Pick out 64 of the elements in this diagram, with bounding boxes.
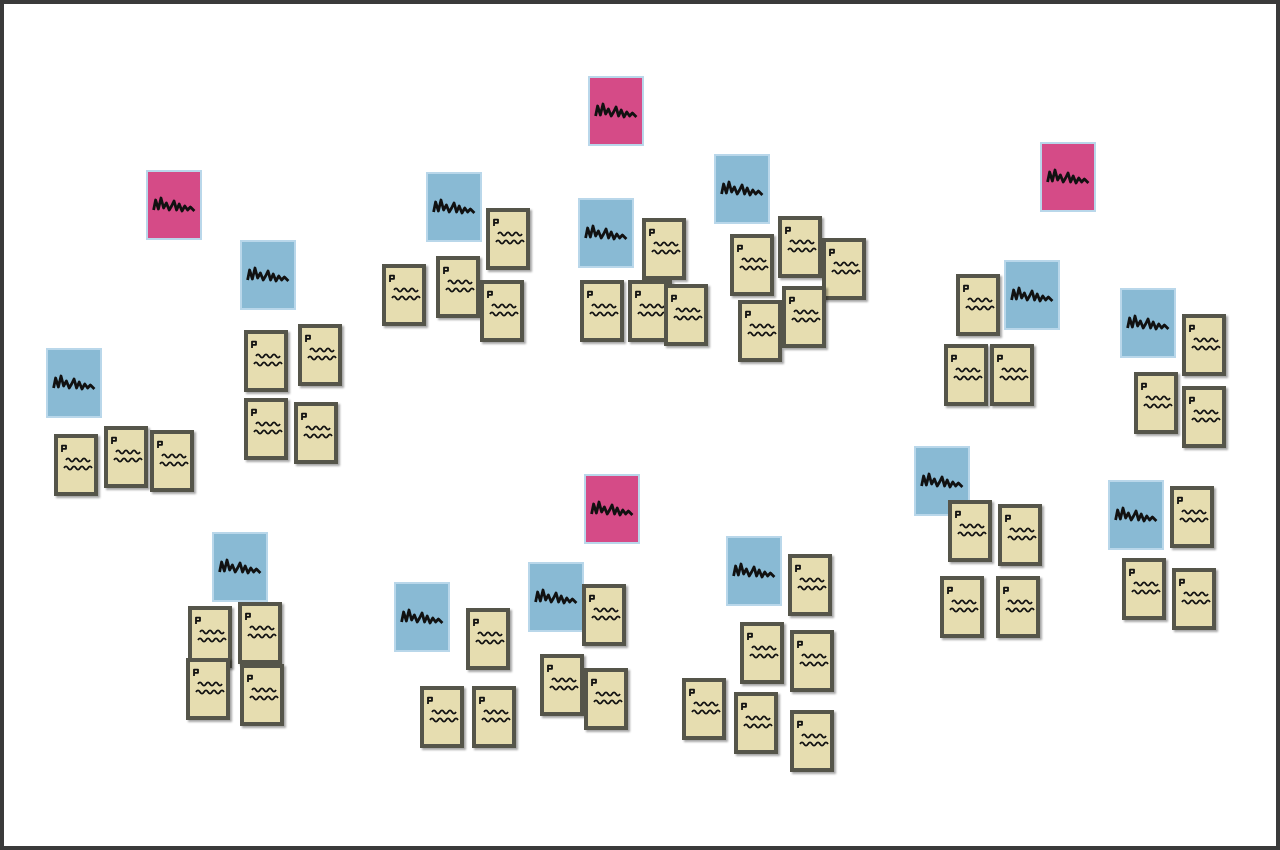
- sticky-note: [240, 664, 284, 726]
- sticky-note: [382, 264, 426, 326]
- sticky-note: [1004, 260, 1060, 330]
- sticky-note: [580, 280, 624, 342]
- sticky-note: [238, 602, 282, 664]
- sticky-note: [1134, 372, 1178, 434]
- sticky-note: [436, 256, 480, 318]
- sticky-note: [528, 562, 584, 632]
- sticky-note: [540, 654, 584, 716]
- sticky-note: [584, 474, 640, 544]
- sticky-note: [940, 576, 984, 638]
- sticky-note: [244, 398, 288, 460]
- sticky-note: [734, 692, 778, 754]
- sticky-note: [1182, 386, 1226, 448]
- sticky-note: [782, 286, 826, 348]
- sticky-note: [1122, 558, 1166, 620]
- sticky-note: [394, 582, 450, 652]
- sticky-note: [1108, 480, 1164, 550]
- sticky-note: [790, 630, 834, 692]
- sticky-note: [1172, 568, 1216, 630]
- sticky-note: [682, 678, 726, 740]
- sticky-note: [472, 686, 516, 748]
- sticky-note: [998, 504, 1042, 566]
- sticky-note: [788, 554, 832, 616]
- sticky-note: [578, 198, 634, 268]
- sticky-note: [54, 434, 98, 496]
- sticky-note: [426, 172, 482, 242]
- sticky-note: [186, 658, 230, 720]
- sticky-note: [996, 576, 1040, 638]
- sticky-note: [1182, 314, 1226, 376]
- sticky-note: [990, 344, 1034, 406]
- sticky-note: [642, 218, 686, 280]
- sticky-note: [1120, 288, 1176, 358]
- sticky-note: [46, 348, 102, 418]
- sticky-note: [584, 668, 628, 730]
- sticky-note: [956, 274, 1000, 336]
- sticky-note: [150, 430, 194, 492]
- sticky-note: [146, 170, 202, 240]
- sticky-note: [1040, 142, 1096, 212]
- sticky-note: [240, 240, 296, 310]
- sticky-note: [914, 446, 970, 516]
- sticky-note: [212, 532, 268, 602]
- sticky-note: [730, 234, 774, 296]
- sticky-note: [790, 710, 834, 772]
- sticky-note: [726, 536, 782, 606]
- sticky-note: [664, 284, 708, 346]
- sticky-note: [244, 330, 288, 392]
- sticky-note: [778, 216, 822, 278]
- sticky-note: [104, 426, 148, 488]
- sticky-note: [948, 500, 992, 562]
- sticky-note: [298, 324, 342, 386]
- sticky-note: [294, 402, 338, 464]
- sticky-note: [822, 238, 866, 300]
- sticky-note: [738, 300, 782, 362]
- sticky-note: [420, 686, 464, 748]
- sticky-note: [486, 208, 530, 270]
- sticky-note: [740, 622, 784, 684]
- sticky-note: [714, 154, 770, 224]
- sticky-note: [582, 584, 626, 646]
- sticky-note: [588, 76, 644, 146]
- sticky-note: [1170, 486, 1214, 548]
- sticky-note: [944, 344, 988, 406]
- sticky-note: [466, 608, 510, 670]
- sticky-note: [480, 280, 524, 342]
